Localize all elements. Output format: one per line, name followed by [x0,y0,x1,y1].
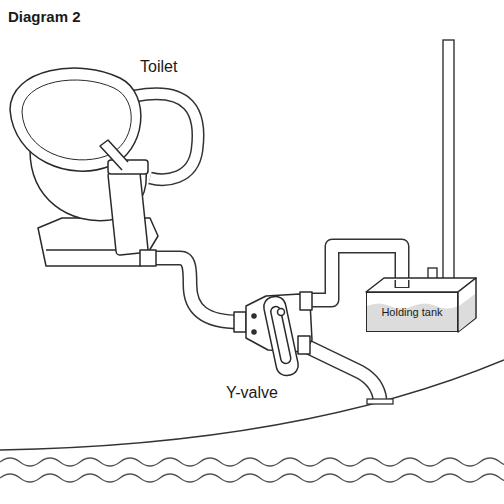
tank-inlet [396,280,408,287]
diagram-title: Diagram 2 [8,8,81,25]
part-label: Toilet [140,58,177,76]
hull-line [0,360,504,450]
toilet-figure [10,68,158,266]
tank-inlet [395,280,410,288]
water-waves [0,458,504,482]
node-text: Holding tank [381,306,442,318]
y-valve-figure [234,292,312,377]
part-label: Y-valve [226,384,278,402]
through-hull-fitting [367,399,393,404]
holding-tank-body [366,278,476,332]
vent-pipe [428,40,454,286]
hoses [135,94,402,400]
holding-tank-box: Holding tank [366,292,458,332]
